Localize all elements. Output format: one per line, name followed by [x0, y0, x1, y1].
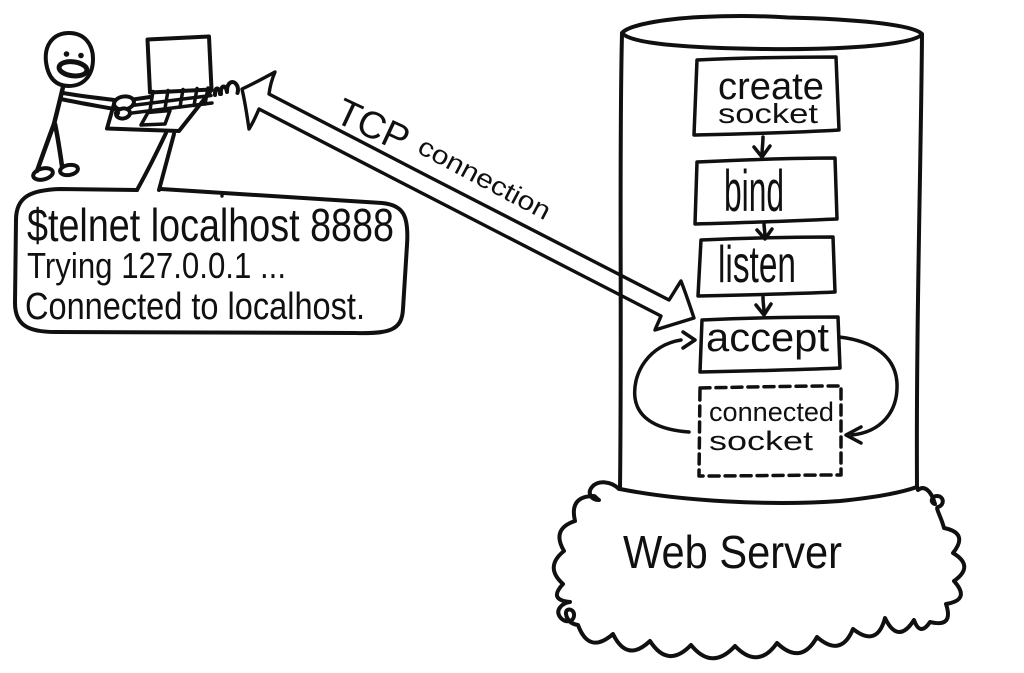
svg-text:$telnet localhost 8888: $telnet localhost 8888: [27, 199, 394, 251]
svg-text:create: create: [718, 66, 824, 108]
svg-text:Connected to localhost.: Connected to localhost.: [25, 286, 365, 328]
svg-text:Trying 127.0.0.1 ...: Trying 127.0.0.1 ...: [27, 245, 286, 286]
svg-text:socket: socket: [709, 426, 814, 456]
svg-text:socket: socket: [718, 98, 818, 129]
svg-text:accept: accept: [706, 316, 829, 360]
svg-text:listen: listen: [718, 236, 796, 294]
svg-text:connected: connected: [709, 397, 834, 427]
svg-text:Web Server: Web Server: [623, 526, 842, 578]
svg-text:bind: bind: [724, 159, 784, 224]
